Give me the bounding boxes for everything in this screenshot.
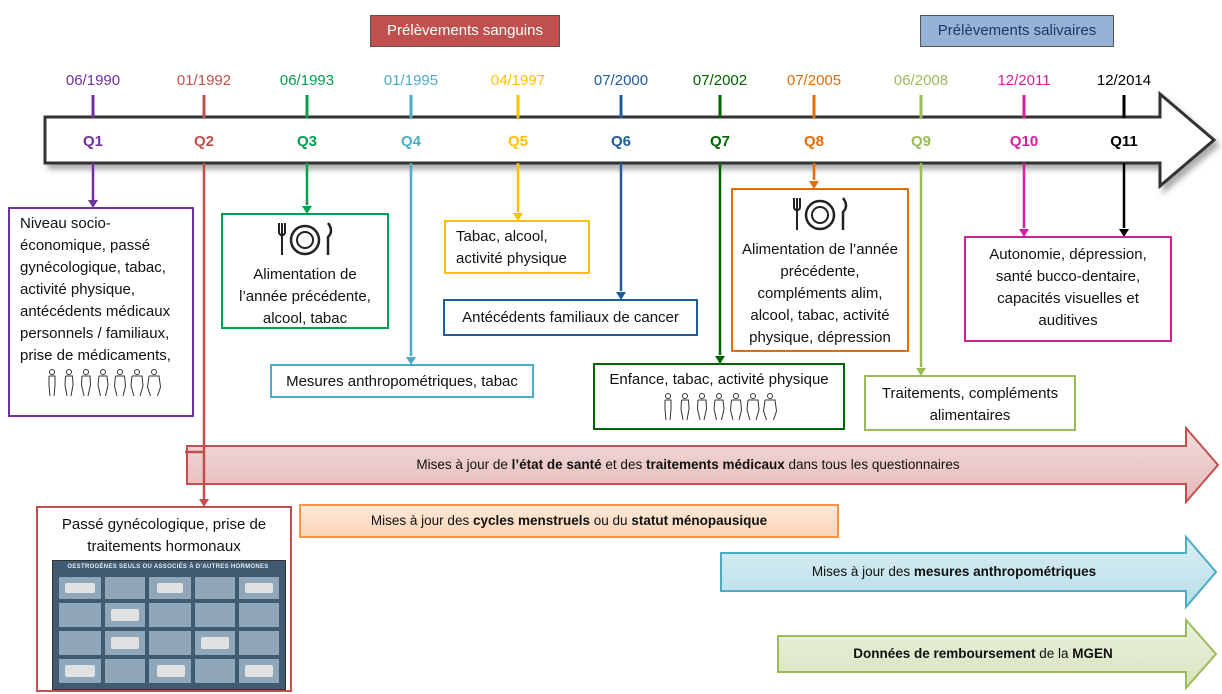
questionnaire-q3: Q3 xyxy=(296,133,317,150)
band-health-pre: Mises à jour de xyxy=(416,457,512,472)
timeline-date-2: 01/1992 xyxy=(176,72,232,89)
body-shape-silhouettes-q7 xyxy=(601,393,837,421)
q11-arrowhead xyxy=(1119,229,1129,237)
timeline-date-9: 06/2008 xyxy=(893,72,949,89)
q4-arrowhead xyxy=(406,357,416,365)
q2-arrowhead xyxy=(199,499,209,507)
questionnaire-q6: Q6 xyxy=(610,133,631,150)
band-mgen-bold1: Données de remboursement xyxy=(853,646,1036,661)
band-anthro-bold1: mesures anthropométriques xyxy=(913,564,1097,579)
timeline-date-5: 04/1997 xyxy=(490,72,546,89)
q10-topics-box: Autonomie, dépression, santé bucco-denta… xyxy=(964,236,1172,342)
band-anthro-pre: Mises à jour des xyxy=(811,564,914,579)
q6-arrowhead xyxy=(616,292,626,300)
blood-sampling-tag: Prélèvements sanguins xyxy=(370,15,560,47)
hormone-treatments-mosaic xyxy=(52,560,286,690)
timeline-date-4: 01/1995 xyxy=(383,72,439,89)
band-menses-bold1: cycles menstruels xyxy=(472,513,591,528)
timeline-date-7: 07/2002 xyxy=(692,72,748,89)
band-health-label: Mises à jour de l’état de santé et des t… xyxy=(190,457,1186,472)
timeline-date-10: 12/2011 xyxy=(997,72,1051,89)
q8-arrowhead xyxy=(809,181,819,189)
band-mgen-arrow xyxy=(777,617,1218,691)
q6-topics-text: Antécédents familiaux de cancer xyxy=(462,309,679,326)
q8-topics-box: Alimentation de l’année précédente, comp… xyxy=(731,188,909,352)
q3-topics-box: Alimentation de l’année précédente, alco… xyxy=(221,213,389,329)
timeline-date-8: 07/2005 xyxy=(786,72,842,89)
dinner-plate-icon xyxy=(278,222,333,256)
band-health-mid: et des xyxy=(601,457,646,472)
q5-arrowhead xyxy=(513,213,523,221)
q10-topics-text: Autonomie, dépression, santé bucco-denta… xyxy=(989,246,1147,329)
band-mgen-mid: de la xyxy=(1035,646,1073,661)
questionnaire-q2: Q2 xyxy=(193,133,214,150)
q9-topics-box: Traitements, compléments alimentaires xyxy=(864,375,1076,431)
band-health-post: dans tous les questionnaires xyxy=(784,457,960,472)
q1-topics-text: Niveau socio-économique, passé gynécolog… xyxy=(20,215,171,364)
timeline-date-11: 12/2014 xyxy=(1096,72,1152,89)
band-health-arrow xyxy=(186,425,1220,505)
questionnaire-q11: Q11 xyxy=(1110,133,1138,150)
q8-topics-text: Alimentation de l’année précédente, comp… xyxy=(742,241,898,346)
band-menses xyxy=(299,504,839,538)
band-health-bold1: l’état de santé xyxy=(511,457,602,472)
q4-topics-text: Mesures anthropométriques, tabac xyxy=(286,373,518,390)
q7-topics-box: Enfance, tabac, activité physique xyxy=(593,363,845,430)
questionnaire-q4: Q4 xyxy=(400,133,421,150)
q1-topics-box: Niveau socio-économique, passé gynécolog… xyxy=(8,207,194,417)
q4-topics-box: Mesures anthropométriques, tabac xyxy=(270,364,534,398)
q3-arrowhead xyxy=(302,206,312,214)
band-anthro-label: Mises à jour des mesures anthropométriqu… xyxy=(722,564,1186,579)
timeline-date-6: 07/2000 xyxy=(593,72,649,89)
band-menses-bold2: statut ménopausique xyxy=(631,513,768,528)
band-menses-mid: ou du xyxy=(590,513,632,528)
q5-topics-box: Tabac, alcool, activité physique xyxy=(444,220,590,274)
q7-topics-text: Enfance, tabac, activité physique xyxy=(609,371,829,388)
questionnaire-q9: Q9 xyxy=(910,133,931,150)
timeline-date-3: 06/1993 xyxy=(279,72,335,89)
questionnaire-q7: Q7 xyxy=(709,133,730,150)
saliva-sampling-tag: Prélèvements salivaires xyxy=(920,15,1114,47)
band-menses-label: Mises à jour des cycles menstruels ou du… xyxy=(300,513,838,528)
timeline-date-1: 06/1990 xyxy=(65,72,121,89)
pill-packs-image xyxy=(53,561,285,689)
q3-topics-text: Alimentation de l’année précédente, alco… xyxy=(239,266,371,327)
questionnaire-q10: Q10 xyxy=(1009,133,1039,150)
q6-topics-box: Antécédents familiaux de cancer xyxy=(443,299,698,336)
band-mgen-label: Données de remboursement de la MGEN xyxy=(780,646,1186,661)
q1-arrowhead xyxy=(88,200,98,208)
q9-arrowhead xyxy=(916,368,926,376)
q10-arrowhead xyxy=(1019,229,1029,237)
band-health-bold2: traitements médicaux xyxy=(645,457,785,472)
q5-topics-text: Tabac, alcool, activité physique xyxy=(456,228,567,267)
questionnaire-q8: Q8 xyxy=(803,133,824,150)
questionnaire-q1: Q1 xyxy=(82,133,103,150)
band-menses-pre: Mises à jour des xyxy=(370,513,473,528)
body-shape-silhouettes xyxy=(20,369,186,397)
dinner-plate-icon-q8 xyxy=(793,197,848,231)
q9-topics-text: Traitements, compléments alimentaires xyxy=(881,385,1059,424)
mosaic-title: OESTROGÈNES SEULS OU ASSOCIÉS À D’AUTRES… xyxy=(67,564,269,570)
q7-arrowhead xyxy=(715,356,725,364)
connector-lines xyxy=(88,95,1129,507)
band-mgen-bold2: MGEN xyxy=(1072,646,1113,661)
questionnaire-q5: Q5 xyxy=(507,133,528,150)
q2-topics-text: Passé gynécologique, prise de traitement… xyxy=(61,516,267,555)
band-anthro-arrow xyxy=(720,534,1218,610)
